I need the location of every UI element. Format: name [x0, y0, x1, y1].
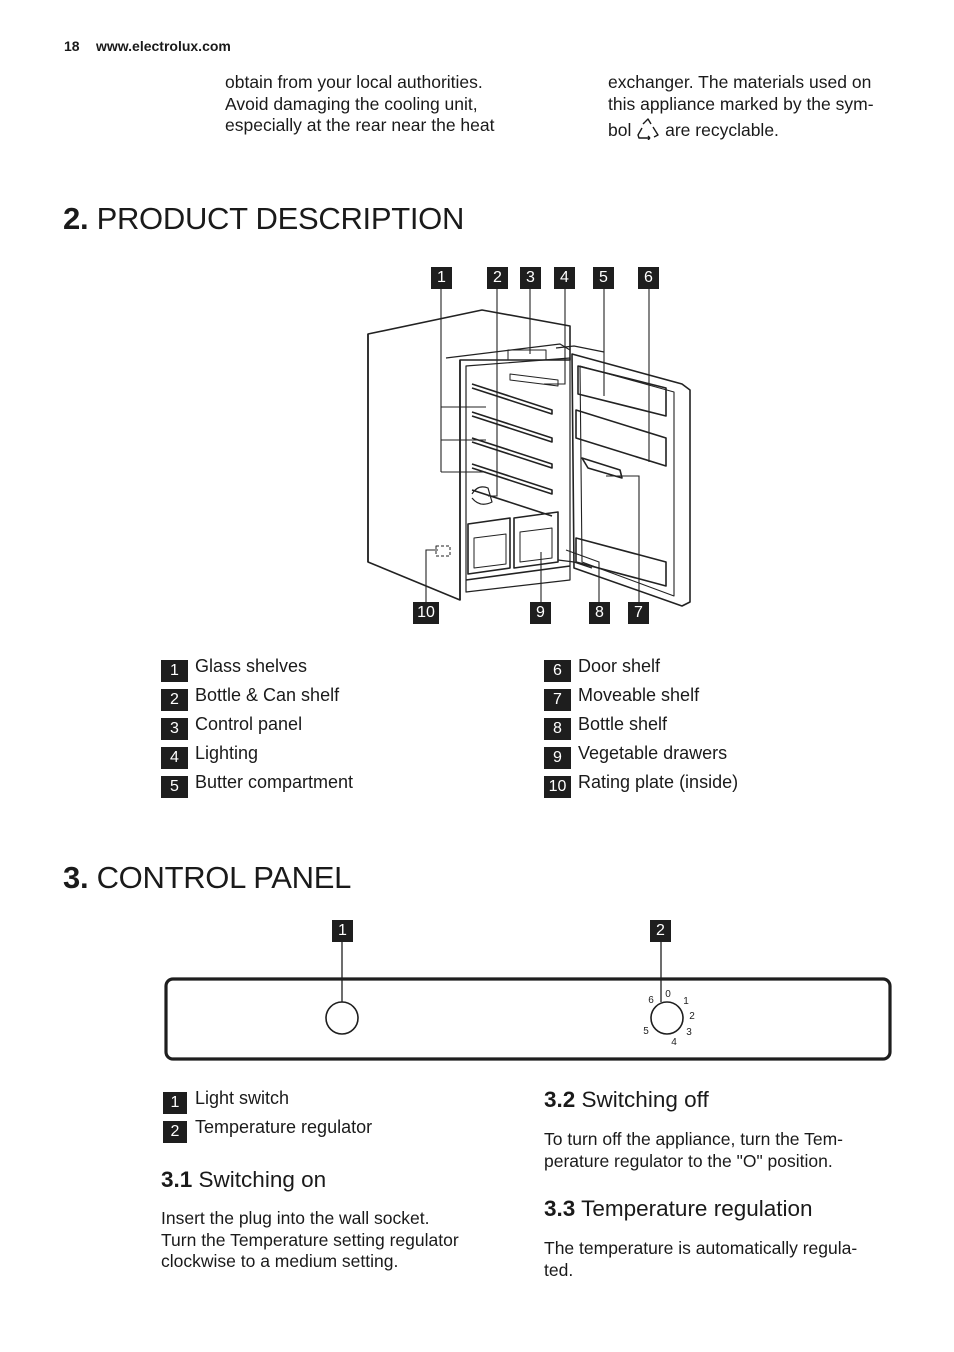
subsection-title-switching-off: 3.2 Switching off: [544, 1087, 709, 1113]
dial-mark: 3: [686, 1027, 692, 1038]
legend-label: Lighting: [195, 743, 259, 763]
legend-number: 5: [161, 776, 188, 798]
switching-on-text: Insert the plug into the wall socket. Tu…: [161, 1208, 459, 1273]
section-title-text: CONTROL PANEL: [96, 860, 352, 895]
subsection-title-text: Switching on: [198, 1167, 327, 1192]
text-line: The temperature is automatically regula-: [544, 1238, 858, 1258]
temperature-regulation-text: The temperature is automatically regula-…: [544, 1238, 857, 1281]
legend-number: 1: [161, 660, 188, 682]
legend-number: 8: [544, 718, 571, 740]
text-fragment: are recyclable.: [665, 120, 779, 140]
dial-mark: 5: [643, 1026, 649, 1037]
dial-mark: 0: [665, 989, 671, 1000]
subsection-number: 3.1: [161, 1167, 193, 1192]
text-line: bol are recyclable.: [608, 118, 874, 146]
legend-label: Bottle shelf: [578, 714, 668, 734]
legend-label: Bottle & Can shelf: [195, 685, 340, 705]
section-number: 2.: [63, 201, 89, 236]
text-line: obtain from your local authorities.: [225, 72, 483, 92]
callout-badge: 3: [520, 267, 541, 289]
intro-column-2: exchanger. The materials used on this ap…: [608, 72, 874, 146]
legend-number: 1: [163, 1092, 187, 1114]
callout-badge: 2: [650, 920, 671, 942]
callout-badge: 10: [413, 602, 439, 624]
legend-number: 9: [544, 747, 571, 769]
website-url: www.electrolux.com: [96, 38, 231, 54]
text-line: exchanger. The materials used on: [608, 72, 872, 92]
legend-number: 7: [544, 689, 571, 711]
legend-number: 2: [163, 1121, 187, 1143]
legend-label: Vegetable drawers: [578, 743, 728, 763]
text-line: Insert the plug into the wall socket.: [161, 1208, 430, 1228]
fridge-illustration: [367, 288, 691, 607]
subsection-title-temperature-regulation: 3.3 Temperature regulation: [544, 1196, 813, 1222]
callout-badge: 5: [593, 267, 614, 289]
legend-label: Moveable shelf: [578, 685, 700, 705]
legend-number: 2: [161, 689, 188, 711]
callout-badge: 4: [554, 267, 575, 289]
text-line: ted.: [544, 1259, 574, 1280]
legend-label: Butter compartment: [195, 772, 354, 792]
fridge-diagram: 1 2 3 4 5 6 10 9 8 7: [360, 262, 700, 632]
text-line: To turn off the appliance, turn the Tem-: [544, 1129, 843, 1149]
dial-mark: 1: [683, 996, 689, 1007]
legend-label: Light switch: [195, 1088, 290, 1108]
control-panel-illustration: 0 1 2 3 4 5 6: [164, 942, 892, 1061]
callout-badge: 6: [638, 267, 659, 289]
temperature-regulator-knob[interactable]: [650, 1001, 684, 1035]
callout-badge: 1: [431, 267, 452, 289]
legend-number: 6: [544, 660, 571, 682]
legend-label: Door shelf: [578, 656, 661, 676]
legend-label: Control panel: [195, 714, 303, 734]
light-switch-knob[interactable]: [325, 1001, 359, 1035]
legend-label: Rating plate (inside): [578, 772, 739, 792]
page-number: 18: [64, 38, 80, 54]
subsection-title-switching-on: 3.1 Switching on: [161, 1167, 326, 1193]
callout-badge: 1: [332, 920, 353, 942]
control-panel-diagram: 0 1 2 3 4 5 6: [160, 940, 896, 1066]
subsection-title-text: Switching off: [581, 1087, 709, 1112]
text-line: especially at the rear near the heat: [225, 115, 495, 135]
text-line: this appliance marked by the sym-: [608, 93, 874, 114]
text-line: Turn the Temperature setting regulator: [161, 1229, 459, 1250]
switching-off-text: To turn off the appliance, turn the Tem-…: [544, 1129, 843, 1172]
legend-label: Temperature regulator: [195, 1117, 373, 1137]
dial-mark: 2: [689, 1011, 695, 1022]
legend-number: 10: [544, 776, 571, 798]
callout-badge: 7: [628, 602, 649, 624]
section-number: 3.: [63, 860, 89, 895]
callout-badge: 9: [530, 602, 551, 624]
section-title-text: PRODUCT DESCRIPTION: [96, 201, 465, 236]
subsection-title-text: Temperature regulation: [581, 1196, 813, 1221]
section-title-product-description: 2. PRODUCT DESCRIPTION: [63, 201, 464, 237]
legend-label: Glass shelves: [195, 656, 308, 676]
legend-number: 4: [161, 747, 188, 769]
text-line: clockwise to a medium setting.: [161, 1251, 399, 1271]
dial-mark: 4: [671, 1037, 677, 1048]
text-fragment: bol: [608, 120, 632, 140]
callout-badge: 8: [589, 602, 610, 624]
intro-column-1: obtain from your local authorities. Avoi…: [225, 72, 494, 137]
subsection-number: 3.3: [544, 1196, 576, 1221]
subsection-number: 3.2: [544, 1087, 576, 1112]
legend-number: 3: [161, 718, 188, 740]
recycle-icon: [636, 118, 660, 146]
section-title-control-panel: 3. CONTROL PANEL: [63, 860, 351, 896]
text-line: Avoid damaging the cooling unit,: [225, 93, 478, 114]
text-line: perature regulator to the "O" position.: [544, 1150, 833, 1171]
dial-mark: 6: [648, 995, 654, 1006]
callout-badge: 2: [487, 267, 508, 289]
